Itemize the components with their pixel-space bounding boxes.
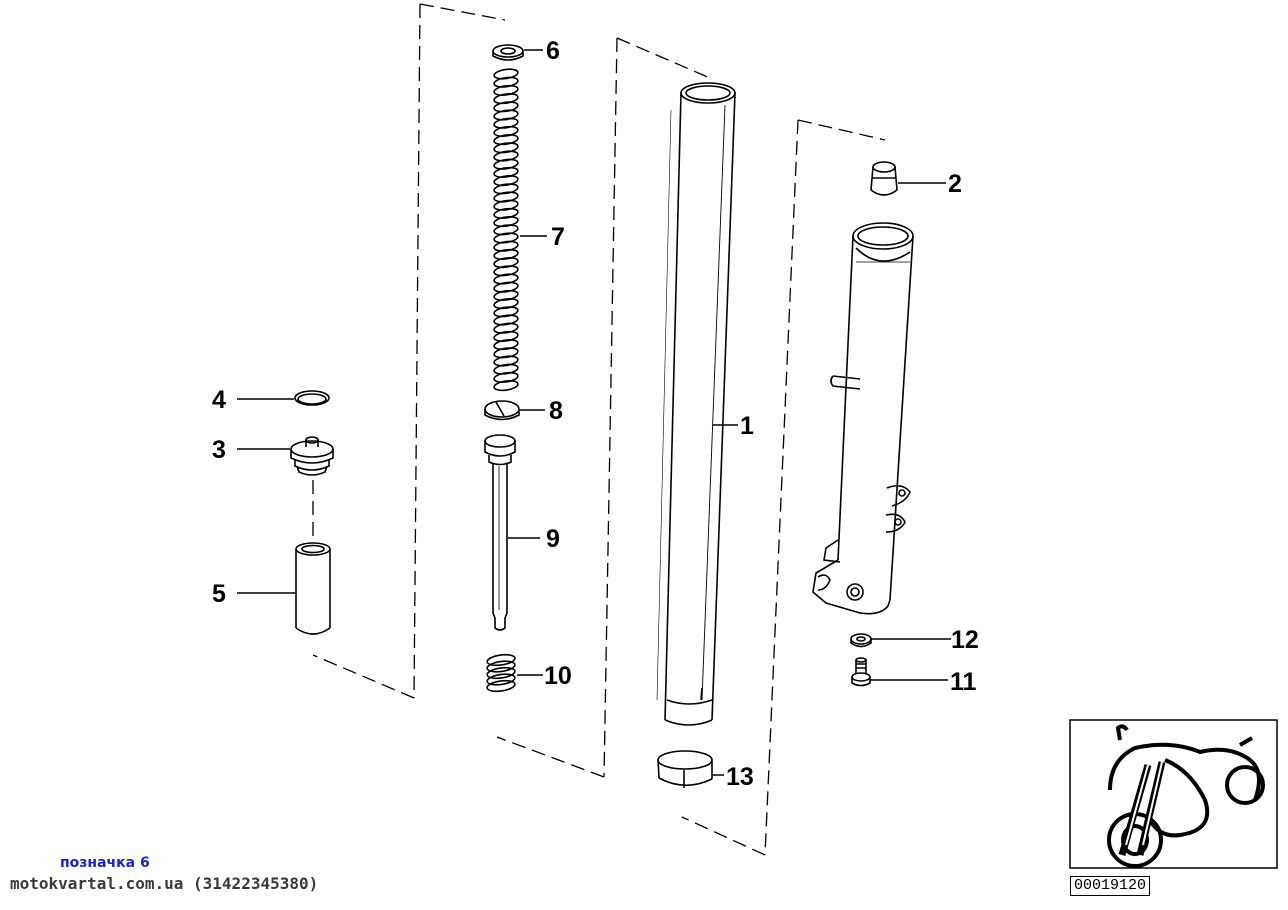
motorcycle-thumbnail — [1069, 719, 1278, 869]
part-2-cap — [870, 161, 898, 196]
part-4-o-ring — [294, 390, 330, 406]
callout-1: 1 — [740, 412, 754, 440]
part-13-bushing — [657, 750, 713, 788]
part-10-short-spring — [486, 653, 516, 693]
callout-13: 13 — [726, 763, 754, 791]
callout-2: 2 — [948, 170, 962, 198]
caption-label: позначка 6 — [60, 855, 150, 871]
callout-8: 8 — [549, 397, 563, 425]
part-5-spacer-tube — [295, 542, 331, 635]
callout-5: 5 — [212, 580, 226, 608]
part-11-screw — [851, 657, 871, 687]
callout-10: 10 — [544, 662, 572, 690]
part-6-washer — [492, 44, 524, 61]
part-9-damper-rod — [484, 434, 516, 631]
callout-7: 7 — [551, 223, 565, 251]
callout-3: 3 — [212, 436, 226, 464]
leader-lines — [237, 49, 951, 776]
part-3-top-plug — [290, 436, 334, 476]
part-7-spring — [493, 68, 519, 392]
reference-number: 00019120 — [1070, 876, 1151, 896]
part-12-washer — [850, 633, 872, 648]
callout-labels: 6 7 8 9 10 1 13 2 12 11 4 3 5 — [212, 37, 979, 791]
callout-4: 4 — [212, 386, 226, 414]
callout-9: 9 — [546, 525, 560, 553]
slider-outer-leg — [812, 222, 914, 615]
site-label: motokvartal.com.ua (31422345380) — [10, 874, 319, 893]
assembly-dash-lines — [312, 3, 886, 856]
part-1-fork-tube — [656, 82, 736, 726]
callout-11: 11 — [950, 668, 977, 696]
part-8-ring — [484, 400, 520, 421]
callout-12: 12 — [951, 626, 979, 654]
callout-6: 6 — [546, 37, 560, 65]
